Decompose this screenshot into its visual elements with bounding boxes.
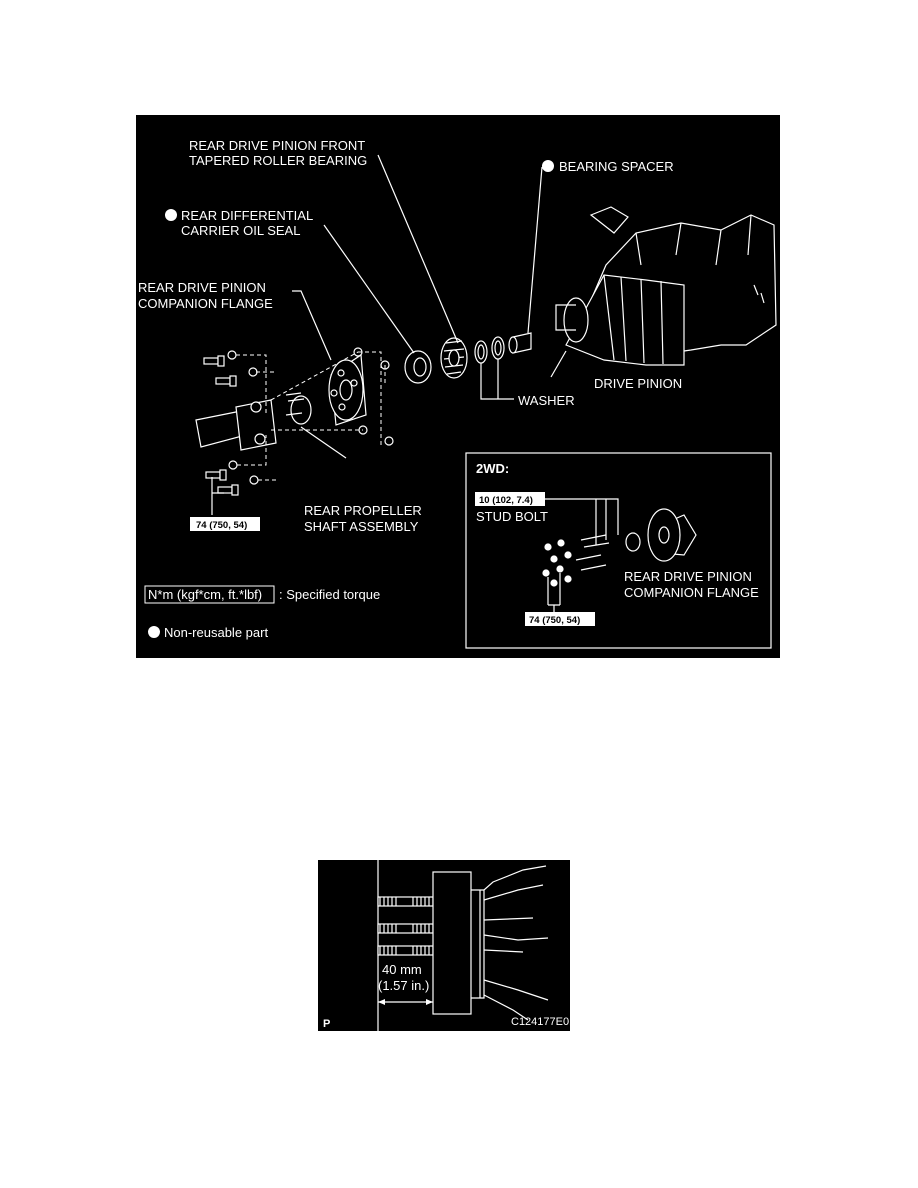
- legend-non-reusable-marker: [148, 626, 160, 638]
- stud-bolt-detail-diagram: 40 mm (1.57 in.) P C124177E01: [318, 860, 570, 1031]
- front-bearing-label-line1: REAR DRIVE PINION FRONT: [189, 138, 365, 153]
- propeller-shaft-label-line2: SHAFT ASSEMBLY: [304, 519, 419, 534]
- companion-flange-part: [328, 353, 367, 426]
- front-bearing-label-line2: TAPERED ROLLER BEARING: [189, 153, 367, 168]
- inset-flange-label-line1: REAR DRIVE PINION: [624, 569, 752, 584]
- oil-seal-label-line1: REAR DIFFERENTIAL: [181, 208, 313, 223]
- detail-svg: 40 mm (1.57 in.) P C124177E01: [323, 860, 570, 1031]
- differential-carrier-housing: [555, 206, 777, 366]
- figure-code: C124177E01: [511, 1016, 570, 1028]
- washer-parts: [474, 336, 505, 364]
- torque-box-main: [190, 517, 260, 531]
- companion-flange-label-line2: COMPANION FLANGE: [138, 296, 273, 311]
- oil-seal-part: [404, 350, 432, 384]
- washer-label: WASHER: [518, 393, 575, 408]
- legend-non-reusable-text: Non-reusable part: [164, 625, 268, 640]
- stud-bolts-detail: [377, 896, 434, 956]
- non-reusable-marker-spacer: [542, 160, 554, 172]
- torque-value-main: 74 (750, 54): [196, 520, 247, 531]
- corner-letter: P: [323, 1018, 330, 1030]
- bearing-spacer-part: [508, 332, 532, 354]
- nut-torque-value: 74 (750, 54): [529, 615, 580, 626]
- companion-flange-label-line1: REAR DRIVE PINION: [138, 280, 266, 295]
- exploded-view-diagram: REAR DRIVE PINION FRONT TAPERED ROLLER B…: [136, 115, 780, 658]
- stud-torque-box: [475, 492, 545, 506]
- legend-torque-box: [144, 585, 275, 604]
- stud-bolt-label: STUD BOLT: [476, 509, 548, 524]
- inset-2wd: 2WD: 10 (102, 7.4) STUD BOLT 74 (750, 54…: [465, 452, 772, 649]
- flange-block: [432, 871, 472, 1015]
- front-bearing-part: [440, 337, 468, 379]
- inset-2wd-title: 2WD:: [476, 461, 509, 476]
- propeller-shaft-label-line1: REAR PROPELLER: [304, 503, 422, 518]
- inset-flange-label-line2: COMPANION FLANGE: [624, 585, 759, 600]
- drive-pinion-label: DRIVE PINION: [594, 376, 682, 391]
- leader-lines: [211, 154, 567, 515]
- dimension-label-line2: (1.57 in.): [378, 978, 429, 993]
- exploded-view-svg: REAR DRIVE PINION FRONT TAPERED ROLLER B…: [138, 138, 777, 649]
- nut-torque-box: [525, 612, 595, 626]
- legend-torque-unit: N*m (kgf*cm, ft.*lbf): [148, 587, 262, 602]
- oil-seal-label-line2: CARRIER OIL SEAL: [181, 223, 300, 238]
- dimension-label-line1: 40 mm: [382, 962, 422, 977]
- legend-torque-desc: : Specified torque: [279, 587, 380, 602]
- bearing-spacer-label: BEARING SPACER: [559, 159, 674, 174]
- propeller-shaft-part: [195, 392, 312, 451]
- non-reusable-marker-oil-seal: [165, 209, 177, 221]
- stud-torque-value: 10 (102, 7.4): [479, 495, 533, 506]
